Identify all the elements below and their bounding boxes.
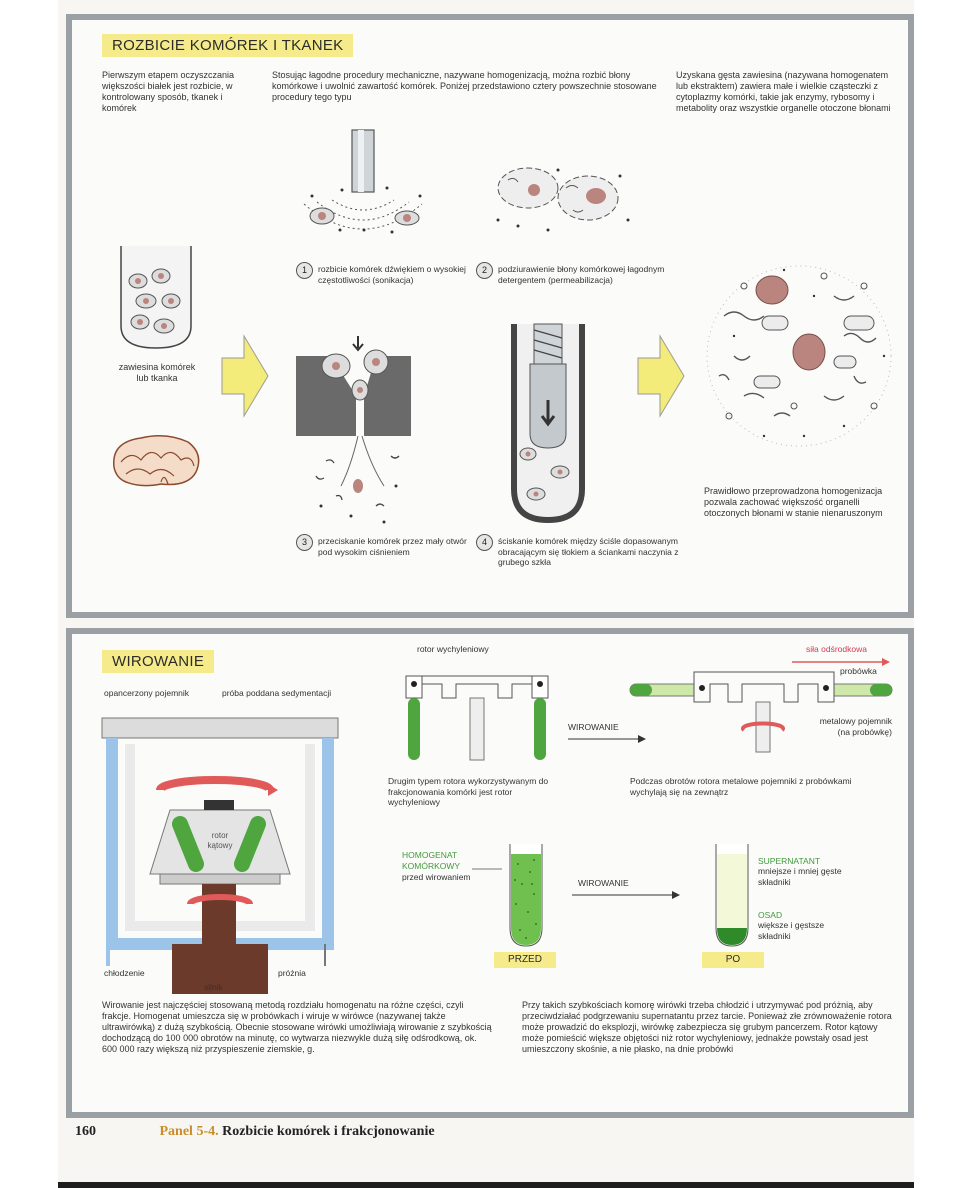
- label-cooling: chłodzenie: [104, 968, 145, 978]
- intro-mid-text: Stosując łagodne procedury mechaniczne, …: [272, 70, 657, 102]
- supernatant-sub-label: mniejsze i mniej gęste składniki: [758, 866, 842, 887]
- centrifuge-illustration: rotor kątowy: [101, 717, 339, 994]
- label-swing-rotor: rotor wychyleniowy: [417, 644, 489, 654]
- brain-tissue-icon: [113, 435, 200, 487]
- pellet-sub-label: większe i gęstsze składniki: [758, 920, 825, 941]
- pointer-line-1: [472, 868, 502, 870]
- supernatant-label: SUPERNATANT: [758, 856, 821, 866]
- step-number-4: 4: [476, 534, 493, 551]
- rotor-label-line1: rotor: [212, 831, 229, 840]
- panel-title: ROZBICIE KOMÓREK I TKANEK: [102, 34, 354, 57]
- panel-centrifugation: WIROWANIE opancerzony pojemnik próba pod…: [66, 628, 914, 1118]
- cell-suspension-beaker: [120, 246, 192, 349]
- label-motor: silnik: [204, 982, 223, 992]
- rotation-caption: Podczas obrotów rotora metalowe pojemnik…: [630, 776, 852, 797]
- step-3-text: przeciskanie komórek przez mały otwór po…: [318, 536, 467, 557]
- swing-rotor-spinning: [629, 671, 893, 753]
- step-number-3: 3: [296, 534, 313, 551]
- step-1-text: rozbicie komórek dźwiękiem o wysokiej cz…: [318, 264, 466, 285]
- panel-cell-disruption: ROZBICIE KOMÓREK I TKANEK Pierwszym etap…: [66, 14, 914, 618]
- before-badge: PRZED: [494, 952, 556, 968]
- yellow-arrow-right: [221, 334, 269, 418]
- arrow-right-2: [572, 891, 680, 899]
- centrifugal-force-label: siła odśrodkowa: [806, 644, 867, 654]
- centrifugation-label-2: WIROWANIE: [578, 878, 629, 888]
- label-vacuum: próżnia: [278, 968, 306, 978]
- page-footer: 160 Panel 5-4. Rozbicie komórek i frakcj…: [75, 1124, 435, 1140]
- yellow-arrow-right-2: [637, 334, 685, 418]
- label-sample: próba poddana sedymentacji: [222, 688, 332, 698]
- swing-rotor-caption: Drugim typem rotora wykorzystywanym do f…: [388, 776, 549, 807]
- panel-title: WIROWANIE: [102, 650, 215, 673]
- paragraph-right: Przy takich szybkościach komorę wirówki …: [522, 1000, 892, 1054]
- tube-before: [509, 844, 543, 947]
- red-arrow: [792, 658, 890, 666]
- sonication-illustration: [303, 129, 423, 234]
- pellet-label: OSAD: [758, 910, 783, 920]
- tube-after: [715, 844, 749, 947]
- centrifugation-label-1: WIROWANIE: [568, 722, 619, 732]
- step-number-2: 2: [476, 262, 493, 279]
- label-armored-container: opancerzony pojemnik: [104, 688, 190, 698]
- page-bottom-bar: [58, 1182, 914, 1188]
- tube-label: probówka: [840, 666, 877, 676]
- result-caption: Prawidłowo przeprowadzona homogenizacja …: [704, 486, 883, 518]
- panel-label: Panel 5-4.: [159, 1124, 219, 1139]
- metal-holder-label: metalowy pojemnik (na probówkę): [819, 716, 892, 737]
- french-press-illustration: [296, 336, 411, 524]
- paragraph-left: Wirowanie jest najczęściej stosowaną met…: [102, 1000, 492, 1054]
- panel-footer-title: Rozbicie komórek i frakcjonowanie: [222, 1124, 435, 1139]
- step-number-1: 1: [296, 262, 313, 279]
- intro-right-text: Uzyskana gęsta zawiesina (nazywana homog…: [676, 70, 891, 113]
- step-2-text: podziurawienie błony komórkowej łagodnym…: [498, 264, 665, 285]
- after-badge: PO: [702, 952, 764, 968]
- step-4-text: ściskanie komórek między ściśle dopasowa…: [498, 536, 679, 567]
- suspension-label: zawiesina komórek lub tkanka: [118, 362, 196, 383]
- swing-rotor-rest: [405, 675, 549, 761]
- potter-homogenizer-illustration: [511, 323, 585, 524]
- detergent-illustration: [496, 167, 630, 232]
- intro-left-text: Pierwszym etapem oczyszczania większości…: [102, 70, 235, 113]
- page-number: 160: [75, 1124, 96, 1139]
- homogenate-label: HOMOGENAT KOMÓRKOWY: [402, 850, 461, 871]
- homogenate-sub-label: przed wirowaniem: [402, 872, 471, 882]
- rotor-label-line2: kątowy: [208, 841, 233, 850]
- homogenate-illustration: [706, 265, 892, 447]
- arrow-right-1: [568, 735, 646, 743]
